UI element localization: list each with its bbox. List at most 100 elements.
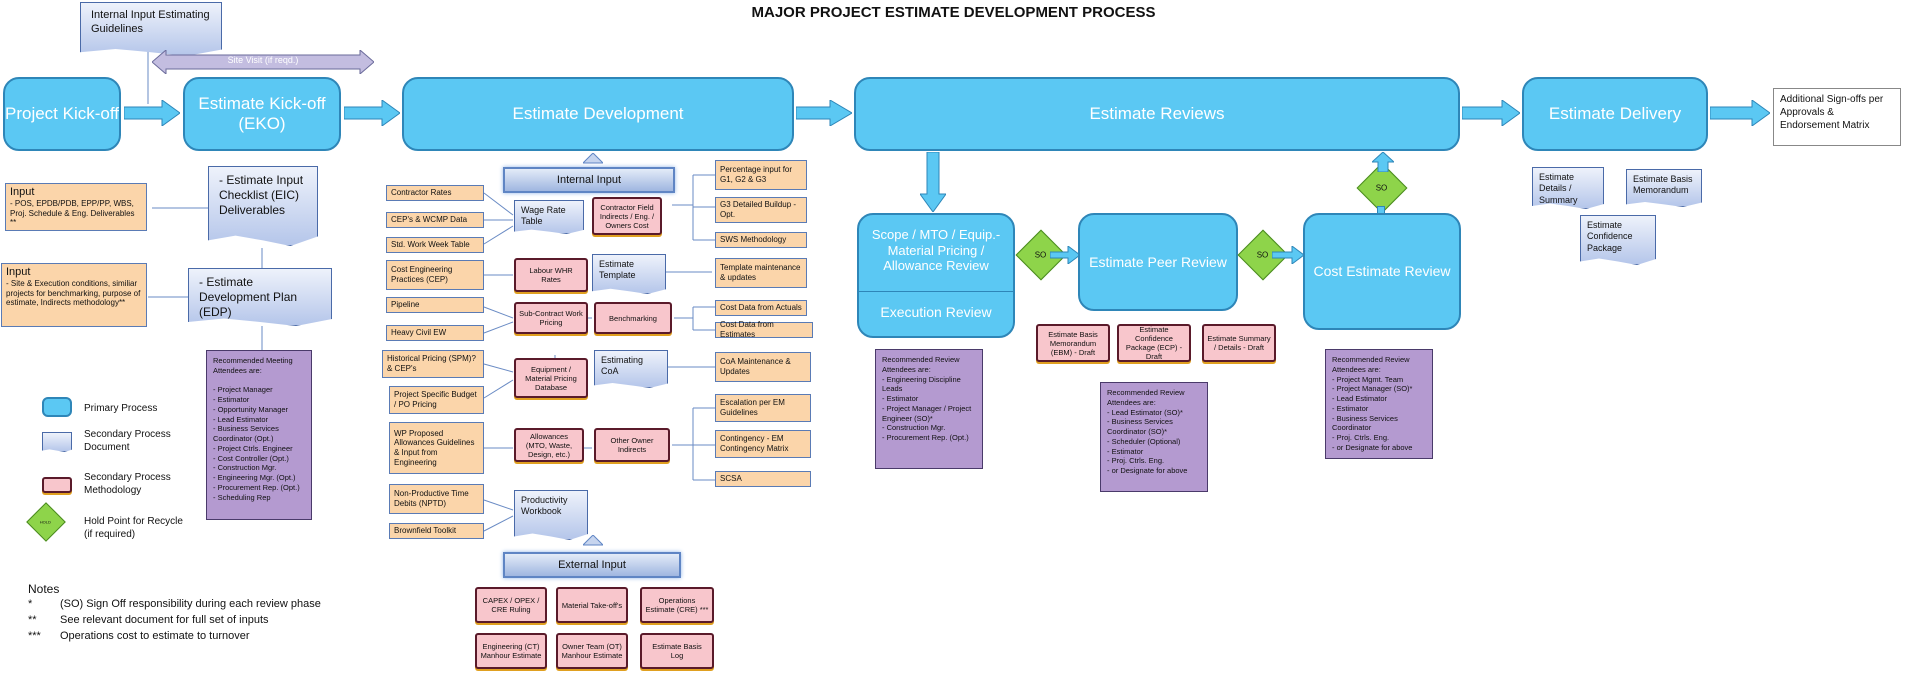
peer-attendees: Recommended Review Attendees are: - Lead… — [1100, 382, 1208, 492]
benchmarking-method: Benchmarking — [594, 302, 672, 334]
input-contingency: Contingency - EM Contingency Matrix — [715, 430, 811, 458]
equipment-pricing-method: Equipment / Material Pricing Database — [514, 358, 588, 398]
external-operations: Operations Estimate (CRE) *** — [640, 587, 714, 623]
external-up-arrow — [583, 535, 603, 546]
arrow-eko-dev — [344, 100, 400, 126]
input-cost-actuals: Cost Data from Actuals — [715, 300, 807, 316]
input-2-text: - Site & Execution conditions, similiar … — [6, 279, 141, 308]
input-sws: SWS Methodology — [715, 232, 807, 248]
estimate-development-box: Estimate Development — [402, 77, 794, 151]
input-coa-maintenance: CoA Maintenance & Updates — [715, 352, 811, 382]
legend-primary-label: Primary Process — [84, 403, 158, 414]
arrow-cost-up — [1372, 152, 1394, 172]
legend-doc-swatch — [42, 432, 72, 452]
execution-review-label: Execution Review — [859, 291, 1013, 321]
allowances-method: Allowances (MTO, Waste, Design, etc.) — [514, 428, 584, 462]
input-pipeline: Pipeline — [386, 297, 484, 313]
so-label-2: SO — [1257, 250, 1269, 260]
input-scsa: SCSA — [715, 471, 811, 487]
external-owner-team: Owner Team (OT) Manhour Estimate — [556, 633, 628, 669]
external-engineering: Engineering (CT) Manhour Estimate — [475, 633, 547, 669]
so-label-1: SO — [1035, 250, 1047, 260]
legend-method-label: Secondary Process Methodology — [84, 472, 171, 496]
input-brownfield: Brownfield Toolkit — [389, 523, 484, 539]
note-1-text: (SO) Sign Off responsibility during each… — [60, 598, 321, 610]
input-std-work-week: Std. Work Week Table — [386, 237, 484, 253]
cost-attendees: Recommended Review Attendees are: - Proj… — [1325, 349, 1433, 459]
subcontract-method: Sub-Contract Work Pricing — [514, 302, 588, 334]
productivity-document: Productivity Workbook — [514, 490, 588, 540]
page-title: MAJOR PROJECT ESTIMATE DEVELOPMENT PROCE… — [751, 4, 1156, 21]
wage-rate-document: Wage Rate Table — [514, 200, 584, 234]
site-visit-label: Site Visit (if reqd.) — [227, 55, 299, 65]
external-basis-log: Estimate Basis Log — [640, 633, 714, 669]
delivery-ecp-document: Estimate Confidence Package — [1580, 215, 1656, 265]
labour-whr-method: Labour WHR Rates — [514, 258, 588, 292]
input-percentage: Percentage input for G1, G2 & G3 — [715, 160, 807, 190]
peer-review-box: Estimate Peer Review — [1078, 213, 1238, 311]
internal-input-header: Internal Input — [503, 167, 675, 193]
so-label-3: SO — [1376, 183, 1388, 193]
notes-title: Notes — [28, 582, 60, 596]
estimating-coa-document: Estimating CoA — [594, 350, 668, 388]
contractor-field-method: Contractor Field Indirects / Eng. / Owne… — [592, 197, 662, 235]
arrow-dev-reviews — [796, 100, 852, 126]
input-historical-pricing: Historical Pricing (SPM)? & CEP's — [382, 350, 484, 378]
legend-primary-swatch — [42, 397, 72, 417]
external-capex: CAPEX / OPEX / CRE Ruling — [475, 587, 547, 623]
input-g3-buildup: G3 Detailed Buildup - Opt. — [715, 197, 807, 223]
eic-document: - Estimate Input Checklist (EIC) Deliver… — [208, 166, 318, 246]
review-ebm-draft: Estimate Basis Memorandum (EBM) - Draft — [1036, 324, 1110, 362]
input-project-budget: Project Specific Budget / PO Pricing — [389, 386, 484, 414]
estimate-template-document: Estimate Template — [592, 254, 666, 294]
so3-connector — [1377, 206, 1385, 214]
edp-document: - Estimate Development Plan (EDP) — [188, 268, 332, 326]
input-nptd: Non-Productive Time Debits (NPTD) — [389, 484, 484, 514]
review-ecp-draft: Estimate Confidence Package (ECP) - Draf… — [1117, 324, 1191, 362]
note-3-marker: *** — [28, 630, 41, 642]
arrow-kickoff-eko — [124, 100, 180, 126]
guidelines-document: Internal Input Estimating Guidelines — [80, 2, 222, 56]
external-input-header: External Input — [503, 552, 681, 578]
input-escalation: Escalation per EM Guidelines — [715, 394, 811, 422]
legend-hold-tag: HOLD — [40, 519, 52, 525]
input-cep: Cost Engineering Practices (CEP) — [386, 260, 484, 290]
legend-method-swatch — [42, 477, 72, 493]
arrow-so2-cost — [1272, 246, 1304, 264]
delivery-details-document: Estimate Details / Summary — [1532, 167, 1604, 209]
input-heavy-civil: Heavy Civil EW — [386, 325, 484, 341]
input-1-text: - POS, EPDB/PDB, EPP/PP, WBS, Proj. Sche… — [10, 199, 135, 228]
eko-box: Estimate Kick-off (EKO) — [183, 77, 341, 151]
note-3-text: Operations cost to estimate to turnover — [60, 630, 250, 642]
legend-doc-label: Secondary Process Document — [84, 429, 171, 453]
input-wp-allowances: WP Proposed Allowances Guidelines & Inpu… — [389, 422, 484, 474]
scope-attendees: Recommended Review Attendees are: - Engi… — [875, 349, 983, 469]
arrow-reviews-delivery — [1462, 100, 1520, 126]
note-1-marker: * — [28, 598, 33, 610]
scope-review-label: Scope / MTO / Equip.-Material Pricing / … — [871, 227, 1001, 274]
eko-attendees: Recommended Meeting Attendees are: - Pro… — [206, 350, 312, 520]
input-template-maintenance: Template maintenance & updates — [715, 258, 807, 288]
owner-indirects-method: Other Owner Indirects — [594, 428, 670, 462]
input-cost-estimates: Cost Data from Estimates — [715, 320, 813, 339]
note-2-marker: ** — [28, 614, 37, 626]
input-contractor-rates: Contractor Rates — [386, 185, 484, 201]
estimate-delivery-box: Estimate Delivery — [1522, 77, 1708, 151]
project-kickoff-box: Project Kick-off — [3, 77, 121, 151]
input-2-title: Input — [6, 266, 31, 278]
scope-review-box: Scope / MTO / Equip.-Material Pricing / … — [857, 213, 1015, 338]
input-1-title: Input — [10, 186, 35, 198]
legend-hold-label: Hold Point for Recycle (if required) — [84, 516, 183, 540]
arrow-so1-peer — [1050, 246, 1080, 264]
cost-review-box: Cost Estimate Review — [1303, 213, 1461, 330]
arrow-delivery-signoff — [1710, 100, 1770, 126]
input-cep-wcmp: CEP's & WCMP Data — [386, 212, 484, 228]
input-box-2: Input - Site & Execution conditions, sim… — [1, 263, 147, 327]
site-visit-arrow: Site Visit (if reqd.) — [151, 48, 375, 76]
review-summary-draft: Estimate Summary / Details - Draft — [1202, 324, 1276, 362]
note-2-text: See relevant document for full set of in… — [60, 614, 269, 626]
signoff-box: Additional Sign-offs per Approvals & End… — [1773, 88, 1901, 146]
delivery-ebm-document: Estimate Basis Memorandum — [1626, 169, 1702, 207]
estimate-reviews-box: Estimate Reviews — [854, 77, 1460, 151]
